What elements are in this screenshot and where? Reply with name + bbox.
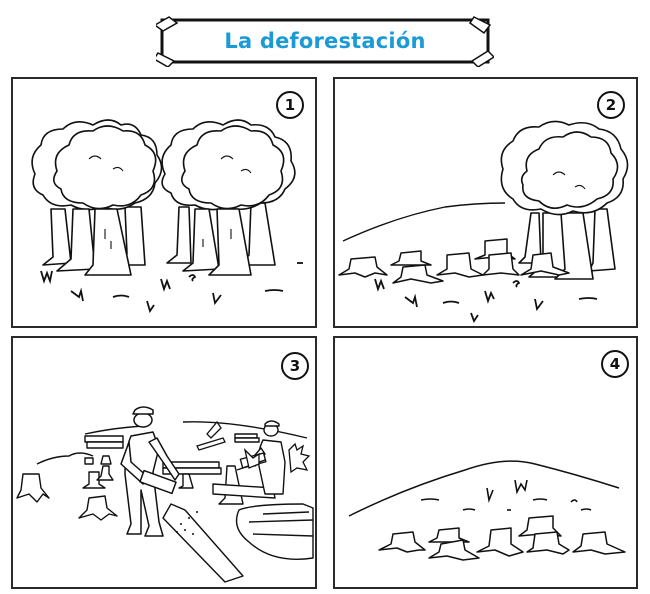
panel-number-badge: 1 [276,91,304,119]
cleared-land-illustration [348,460,626,561]
panel-4: 4 [333,336,638,589]
partial-deforestation-illustration [338,120,629,323]
forest-illustration [31,119,303,314]
panel-2: 2 [333,77,638,328]
title-banner: La deforestación [156,15,494,67]
panel-3: 3 [11,336,317,589]
banner-frame [156,16,494,67]
loggers-illustration [16,406,314,583]
panel-number-badge: 3 [281,352,309,380]
panel-1: 1 [11,77,317,328]
page-title: La deforestación [224,29,426,53]
panel-number-badge: 2 [597,91,625,119]
panel-number-badge: 4 [601,350,629,378]
